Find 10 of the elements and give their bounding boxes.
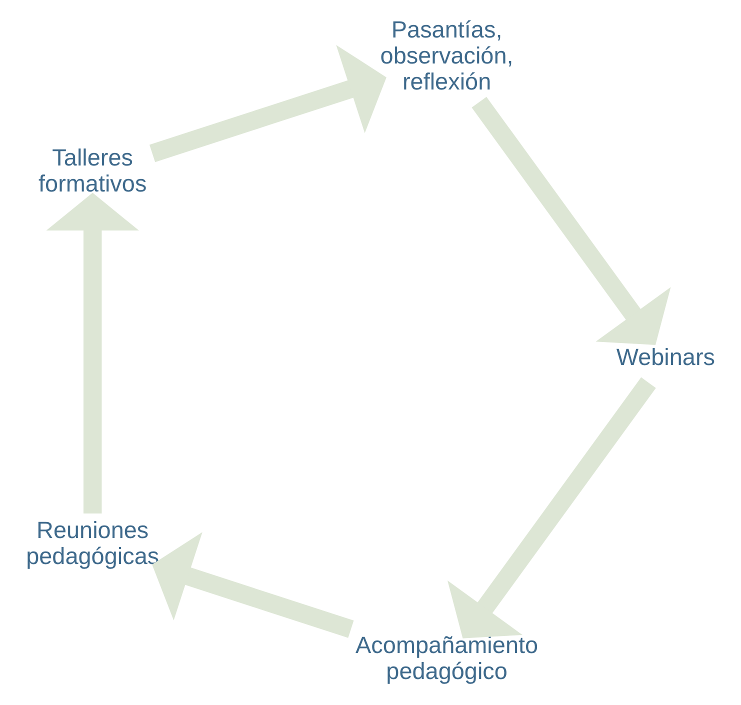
arrow — [152, 532, 354, 638]
arrow — [447, 377, 656, 638]
arrow — [148, 44, 386, 162]
node-text: Talleres formativos — [38, 144, 146, 197]
node-text: Reuniones pedagógicas — [26, 516, 159, 569]
node-text: Webinars — [616, 344, 715, 370]
arrow — [471, 96, 670, 345]
arrow — [46, 192, 138, 514]
node-text: Pasantías, observación, reflexión — [380, 16, 513, 95]
node-text: Acompañamiento pedagógico — [355, 632, 538, 684]
